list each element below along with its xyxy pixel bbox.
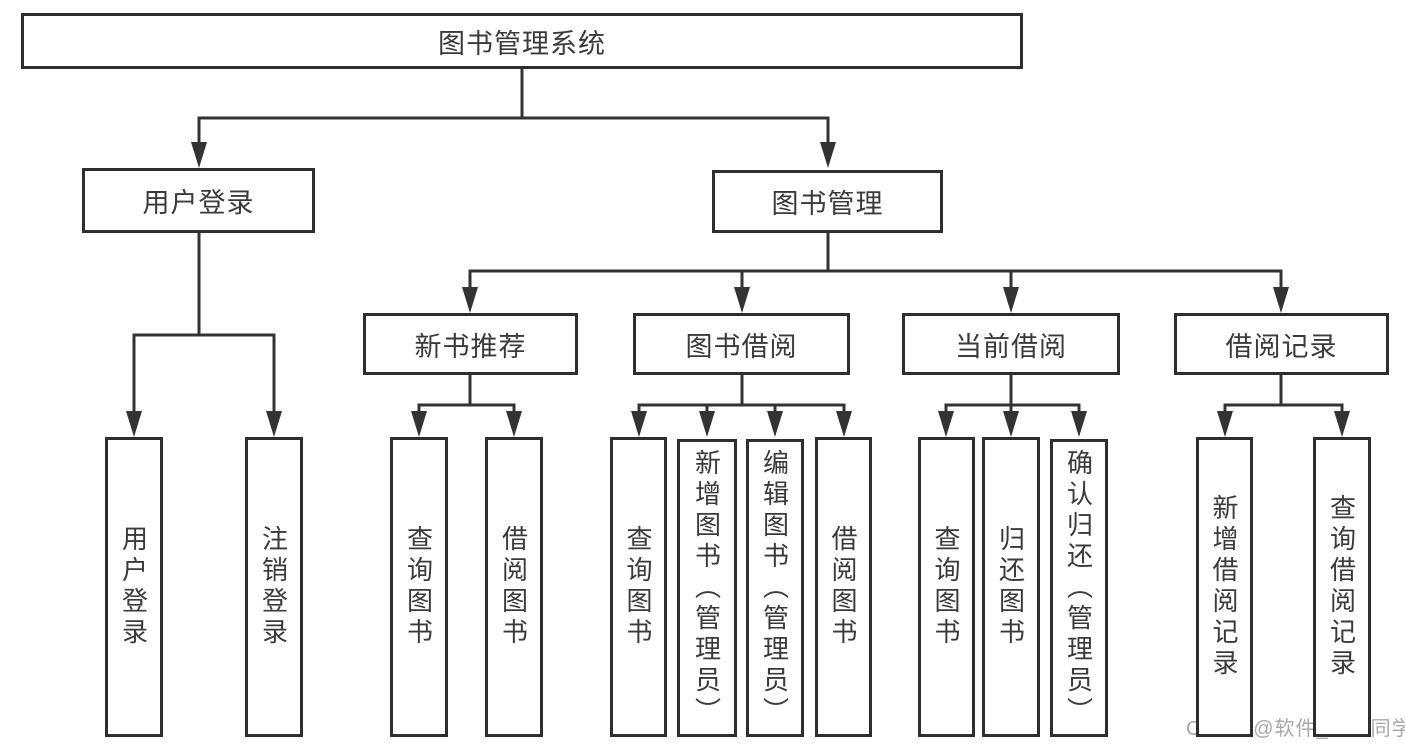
node-label-leaf-query-book-1: 查询图书 — [403, 525, 434, 649]
node-book-borrow: 图书借阅 — [633, 313, 850, 375]
node-label-leaf-borrow-book-2: 借阅图书 — [828, 525, 858, 649]
node-label-current-borrow: 当前借阅 — [955, 331, 1067, 362]
node-book-mgmt: 图书管理 — [712, 170, 943, 233]
node-label-book-mgmt: 图书管理 — [771, 189, 884, 219]
node-root: 图书管理系统 — [21, 13, 1023, 69]
node-label-leaf-borrow-book-1: 借阅图书 — [498, 525, 529, 649]
node-current-borrow: 当前借阅 — [902, 313, 1120, 375]
node-label-leaf-add-book: 新增图书（管理员） — [691, 448, 722, 728]
node-label-leaf-query-book-3: 查询图书 — [931, 525, 961, 649]
node-leaf-query-book-3: 查询图书 — [918, 437, 975, 737]
node-leaf-logout: 注销登录 — [245, 437, 303, 737]
node-label-user-login: 用户登录 — [142, 188, 255, 218]
node-label-leaf-query-record: 查询借阅记录 — [1326, 494, 1357, 680]
node-borrow-record: 借阅记录 — [1174, 313, 1389, 375]
node-label-leaf-user-login: 用户登录 — [118, 525, 149, 649]
node-leaf-user-login: 用户登录 — [105, 437, 163, 737]
node-leaf-query-book-2: 查询图书 — [610, 437, 667, 737]
node-user-login: 用户登录 — [82, 168, 315, 233]
node-label-leaf-return-book: 归还图书 — [995, 525, 1026, 649]
node-label-leaf-query-book-2: 查询图书 — [623, 525, 653, 649]
node-leaf-add-book: 新增图书（管理员） — [677, 439, 737, 737]
node-leaf-borrow-book-2: 借阅图书 — [815, 437, 872, 737]
node-label-new-book-rec: 新书推荐 — [414, 331, 527, 362]
node-new-book-rec: 新书推荐 — [363, 313, 578, 375]
node-label-leaf-add-record: 新增借阅记录 — [1209, 494, 1239, 680]
node-label-borrow-record: 借阅记录 — [1225, 331, 1338, 362]
node-label-book-borrow: 图书借阅 — [685, 331, 798, 362]
node-label-leaf-logout: 注销登录 — [258, 525, 289, 649]
node-label-leaf-edit-book: 编辑图书（管理员） — [759, 448, 790, 728]
node-leaf-query-record: 查询借阅记录 — [1313, 437, 1371, 737]
node-leaf-confirm-return: 确认归还（管理员） — [1050, 439, 1108, 737]
node-leaf-query-book-1: 查询图书 — [390, 437, 448, 737]
node-leaf-add-record: 新增借阅记录 — [1196, 437, 1253, 737]
node-leaf-edit-book: 编辑图书（管理员） — [746, 439, 804, 737]
node-label-leaf-confirm-return: 确认归还（管理员） — [1063, 448, 1094, 728]
node-label-root: 图书管理系统 — [438, 28, 606, 59]
node-leaf-return-book: 归还图书 — [982, 437, 1040, 737]
node-leaf-borrow-book-1: 借阅图书 — [485, 437, 543, 737]
